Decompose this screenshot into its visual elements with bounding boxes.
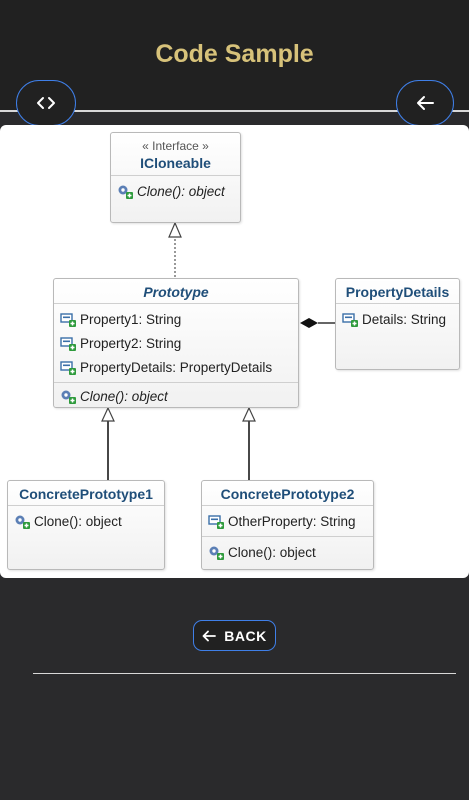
property-icon	[208, 515, 224, 529]
class-property-details[interactable]: PropertyDetails Details: String	[335, 278, 460, 370]
stereotype-label: « Interface »	[142, 139, 209, 153]
method-gear-icon	[118, 185, 133, 199]
method-gear-icon	[61, 390, 76, 404]
method-row: Clone(): object	[208, 540, 373, 564]
class-name: ConcretePrototype2	[220, 486, 355, 502]
code-toggle-button[interactable]	[16, 80, 76, 126]
property-row: Details: String	[342, 307, 459, 331]
arrow-left-icon	[416, 95, 434, 111]
bottom-divider	[33, 673, 456, 674]
property-row: OtherProperty: String	[208, 509, 373, 533]
property-icon	[342, 313, 358, 327]
diagram-connectors	[101, 221, 336, 480]
property-icon	[60, 337, 76, 351]
methods-section: Clone(): object	[8, 505, 164, 536]
page-title: Code Sample	[155, 40, 314, 68]
class-name: PropertyDetails	[345, 284, 450, 300]
back-button[interactable]: BACK	[193, 620, 276, 651]
back-button-label: BACK	[224, 627, 267, 644]
methods-section: Clone(): object	[111, 175, 240, 206]
methods-section: Clone(): object	[202, 536, 373, 567]
method-row: Clone(): object	[14, 509, 164, 533]
class-icloneable[interactable]: « Interface » ICloneable Clone(): object	[110, 132, 241, 223]
back-arrow-button[interactable]	[396, 80, 454, 126]
code-icon	[36, 96, 56, 110]
properties-section: OtherProperty: String	[202, 505, 373, 536]
properties-section: Property1: String Property2: String Prop…	[54, 303, 298, 382]
header-divider	[0, 110, 469, 112]
class-name: ICloneable	[140, 155, 211, 171]
method-gear-icon	[15, 515, 30, 529]
methods-section: Clone(): object	[54, 382, 298, 411]
arrow-left-icon	[202, 630, 217, 641]
properties-section: Details: String	[336, 303, 459, 334]
method-row: Clone(): object	[117, 179, 240, 203]
class-name: ConcretePrototype1	[19, 486, 153, 502]
method-row: Clone(): object	[60, 384, 298, 408]
class-concrete-prototype1[interactable]: ConcretePrototype1 Clone(): object	[7, 480, 165, 570]
class-prototype[interactable]: Prototype Property1: String Property2: S…	[53, 278, 299, 408]
property-icon	[60, 313, 76, 327]
property-row: PropertyDetails: PropertyDetails	[60, 355, 298, 379]
app-header: Code Sample	[0, 0, 469, 110]
method-gear-icon	[209, 546, 224, 560]
property-row: Property1: String	[60, 307, 298, 331]
uml-diagram-card: « Interface » ICloneable Clone(): object…	[0, 125, 469, 578]
property-row: Property2: String	[60, 331, 298, 355]
class-concrete-prototype2[interactable]: ConcretePrototype2 OtherProperty: String…	[201, 480, 374, 570]
property-icon	[60, 361, 76, 375]
class-name: Prototype	[143, 284, 209, 300]
